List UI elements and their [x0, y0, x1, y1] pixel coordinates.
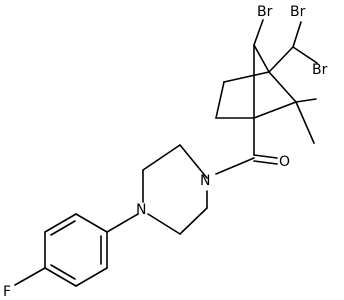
bond-phenyl-2 — [75, 267, 108, 287]
bond-c2-to-bridgehead-top — [223, 71, 270, 83]
bond-phenyl-to-fluorine — [14, 267, 46, 286]
bond-bridgehead-top-c7 — [268, 71, 297, 103]
bond-nitrogen-to-phenyl — [106, 213, 139, 233]
bond-phenyl-5 — [44, 213, 77, 233]
atom-br-bridge: Br — [257, 4, 273, 20]
bond-c2-c3 — [215, 81, 225, 119]
bond-chbr2-br-a — [292, 21, 302, 48]
bond-methyl-1 — [295, 98, 317, 103]
bond-c7-bridgehead-bottom — [253, 101, 297, 119]
bond-methyl-2 — [295, 101, 315, 144]
atom-nitrogen-bottom: N — [136, 202, 146, 218]
bond-carbonyl-o-2 — [253, 160, 278, 165]
bond-bridge-c-br — [253, 19, 264, 46]
bond-piperazine-4 — [147, 213, 181, 235]
bond-phenyl-6 — [75, 213, 108, 233]
atom-br-b: Br — [312, 62, 328, 78]
bond-bridge-to-bridgehead-top — [253, 44, 270, 73]
bond-chbr2-br-b — [292, 46, 318, 64]
atom-fluorine: F — [3, 284, 11, 300]
bond-piperazine-1 — [179, 144, 208, 179]
bond-phenyl-3 — [44, 267, 77, 287]
bond-bridgehead-to-chbr2 — [268, 46, 294, 73]
atom-nitrogen-top: N — [200, 173, 210, 189]
bond-piperazine-5 — [179, 207, 208, 235]
bond-phenyl-5-inner — [50, 220, 76, 236]
bond-carbonyl-to-nitrogen — [215, 157, 255, 175]
atom-oxygen: O — [279, 154, 290, 170]
bond-piperazine-2 — [142, 144, 181, 171]
bond-carbonyl-o-1 — [253, 154, 278, 159]
atom-br-a: Br — [290, 4, 306, 20]
bond-phenyl-3-inner — [50, 264, 76, 280]
